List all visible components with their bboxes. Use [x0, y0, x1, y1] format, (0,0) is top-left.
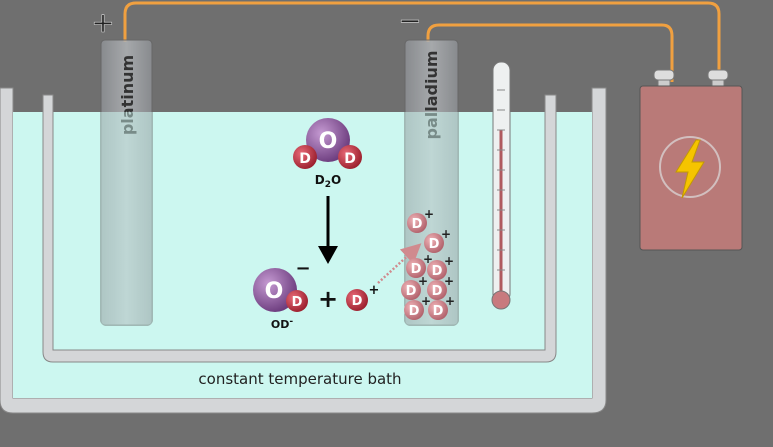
svg-text:D: D: [406, 284, 417, 299]
svg-text:+: +: [423, 252, 433, 266]
svg-text:D: D: [299, 151, 311, 167]
d2o-label: D2O: [315, 173, 341, 190]
svg-text:D: D: [292, 295, 303, 310]
liquid-overlay: [101, 112, 152, 325]
svg-text:+: +: [441, 227, 451, 241]
bath-label: constant temperature bath: [198, 370, 401, 388]
absorbed-deuterons: D+D+D+D+D+D+D+D+: [401, 207, 455, 320]
cathode-sign: −: [398, 4, 421, 37]
svg-text:D: D: [344, 151, 356, 167]
absorbed-deuteron: D+: [404, 294, 431, 320]
absorbed-deuteron: D+: [427, 254, 454, 280]
svg-text:+: +: [369, 283, 380, 298]
d2o-molecule: O D D D2O: [293, 118, 362, 190]
svg-text:+: +: [424, 207, 434, 221]
absorbed-deuteron: D+: [401, 274, 428, 300]
svg-text:+: +: [444, 274, 454, 288]
od-label: OD-: [271, 317, 293, 331]
svg-text:O: O: [319, 129, 338, 154]
palladium-label: palladium: [422, 50, 441, 139]
platinum-electrode: platinum: [100, 39, 153, 326]
svg-text:−: −: [295, 258, 310, 279]
svg-text:+: +: [418, 274, 428, 288]
anode-sign: +: [91, 6, 114, 39]
platinum-label: platinum: [118, 55, 137, 135]
svg-text:D: D: [429, 237, 440, 252]
svg-text:D: D: [352, 294, 363, 309]
od-ion: O D − OD-: [253, 258, 311, 331]
absorbed-deuteron: D+: [407, 207, 434, 233]
thermometer: [491, 61, 511, 310]
absorbed-deuteron: D+: [406, 252, 433, 278]
svg-text:+: +: [444, 254, 454, 268]
deuteron: D +: [346, 283, 379, 311]
absorbed-deuteron: D+: [424, 227, 451, 253]
svg-text:+: +: [421, 294, 431, 308]
svg-text:D: D: [411, 262, 422, 277]
inner-container: [42, 94, 557, 363]
svg-text:D: D: [412, 217, 423, 232]
absorbed-deuteron: D+: [427, 274, 454, 300]
svg-text:O: O: [265, 279, 284, 304]
svg-text:D: D: [432, 284, 443, 299]
anode-wire: [123, 1, 721, 82]
absorbed-deuteron: D+: [428, 294, 455, 320]
migration-arrow: [377, 243, 422, 284]
svg-text:D: D: [432, 264, 443, 279]
svg-text:D: D: [433, 304, 444, 319]
lightning-icon: [675, 139, 705, 199]
battery: [639, 69, 743, 251]
reaction-arrow: [318, 196, 338, 264]
outer-bath: [0, 87, 607, 414]
svg-text:D: D: [409, 304, 420, 319]
cathode-wire: [426, 23, 674, 82]
plus-sign: +: [318, 285, 338, 313]
svg-text:+: +: [445, 294, 455, 308]
